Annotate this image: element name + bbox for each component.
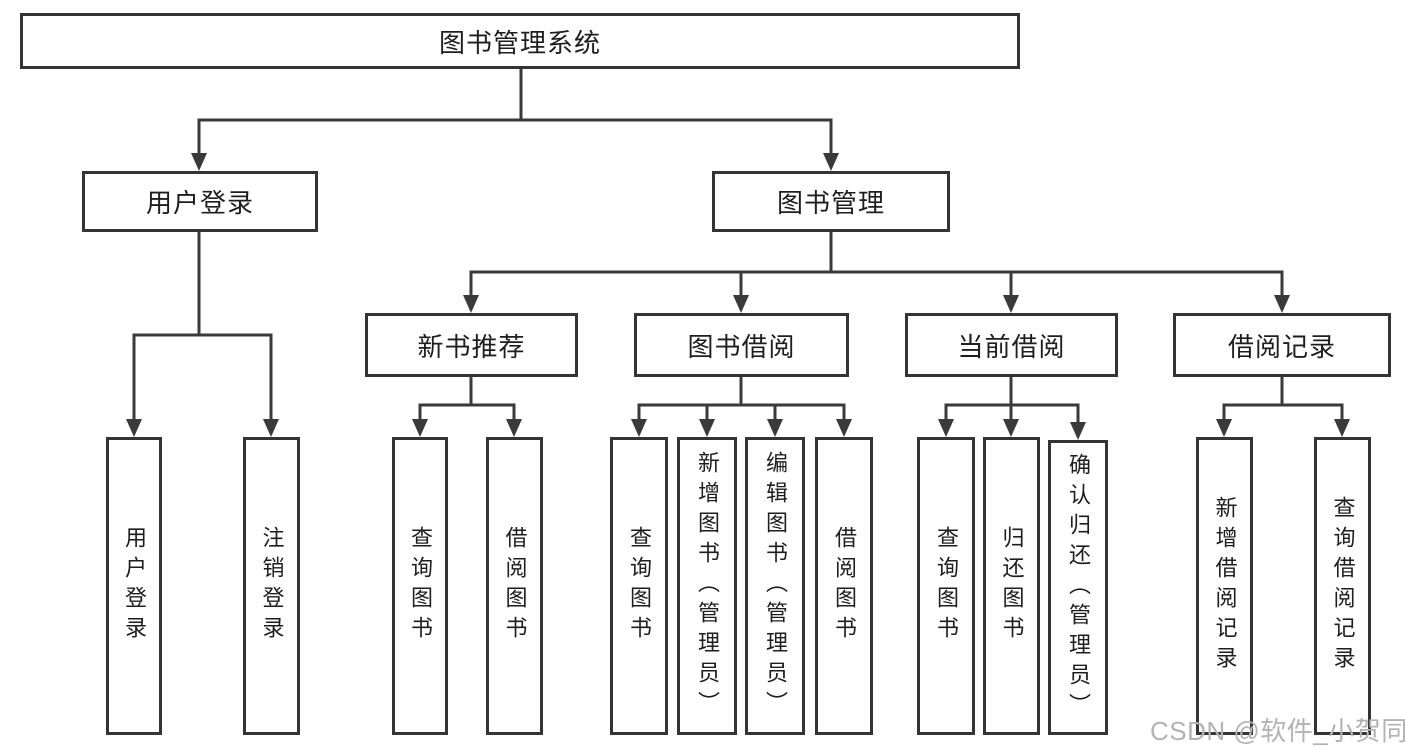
node-label: 借阅记录 (1227, 331, 1336, 362)
node-label: 图书管理系统 (438, 27, 601, 58)
leaf-add-borrow-record: 新增借阅记录 (1196, 437, 1253, 735)
node-label: 借阅图书 (502, 526, 528, 646)
leaf-edit-books-admin: 编辑图书（管理员） (745, 437, 805, 735)
leaf-query-books-current: 查询图书 (917, 437, 975, 735)
node-label: 用户登录 (122, 526, 147, 646)
leaf-borrow-books: 借阅图书 (815, 437, 873, 735)
node-label: 借阅图书 (832, 526, 857, 646)
node-new-book-recommend: 新书推荐 (365, 313, 578, 377)
node-book-borrow: 图书借阅 (634, 313, 849, 377)
leaf-query-borrow-record: 查询借阅记录 (1314, 437, 1371, 735)
node-current-borrow: 当前借阅 (905, 313, 1118, 377)
watermark: CSDN @软件_小贺同学 (1150, 716, 1405, 746)
node-label: 新增图书（管理员） (695, 451, 720, 721)
node-label: 查询图书 (934, 526, 959, 646)
leaf-user-login: 用户登录 (106, 437, 162, 735)
leaf-confirm-return-admin: 确认归还（管理员） (1048, 440, 1108, 735)
node-book-management: 图书管理 (712, 171, 950, 232)
node-label: 查询图书 (627, 526, 652, 646)
node-library-system: 图书管理系统 (20, 13, 1020, 69)
node-label: 查询借阅记录 (1330, 496, 1356, 676)
node-label: 图书借阅 (687, 331, 796, 362)
leaf-logout: 注销登录 (243, 437, 300, 735)
leaf-borrow-books-recommend: 借阅图书 (486, 437, 543, 735)
node-label: 查询图书 (408, 526, 433, 646)
node-user-login: 用户登录 (82, 171, 318, 232)
node-label: 新增借阅记录 (1212, 496, 1238, 676)
leaf-return-books: 归还图书 (983, 437, 1040, 735)
node-label: 归还图书 (999, 526, 1025, 646)
node-label: 当前借阅 (957, 331, 1066, 362)
node-label: 图书管理 (776, 188, 885, 218)
leaf-query-books-borrow: 查询图书 (610, 437, 668, 735)
node-label: 新书推荐 (417, 331, 526, 362)
node-label: 编辑图书（管理员） (763, 451, 788, 721)
leaf-add-books-admin: 新增图书（管理员） (677, 437, 737, 735)
node-label: 确认归还（管理员） (1066, 452, 1091, 723)
leaf-query-books-recommend: 查询图书 (392, 437, 448, 735)
node-label: 用户登录 (145, 188, 254, 218)
node-borrow-records: 借阅记录 (1173, 313, 1391, 377)
node-label: 注销登录 (259, 526, 285, 646)
